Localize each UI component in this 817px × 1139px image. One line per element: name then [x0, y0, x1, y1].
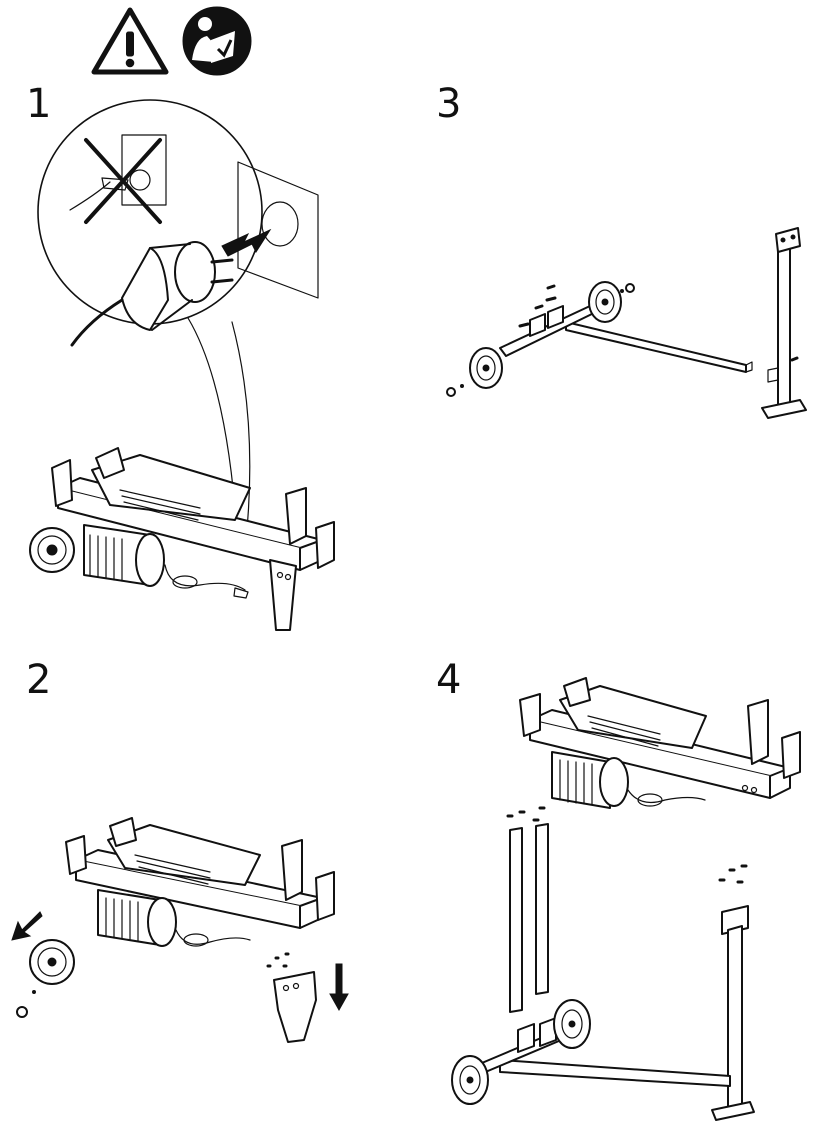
- step-1-log-splitter: [29, 447, 335, 631]
- step-number-1: 1: [26, 81, 52, 127]
- step-1-unplug-detail: [37, 99, 319, 541]
- step-number-4: 4: [436, 657, 462, 703]
- warning-triangle-icon: [91, 7, 169, 75]
- step-number-3: 3: [436, 81, 462, 127]
- step-2-remove-wheels: [11, 817, 349, 1043]
- step-4-assembled-stand: [451, 677, 801, 1121]
- read-manual-icon: [182, 6, 252, 76]
- step-number-2: 2: [26, 657, 52, 703]
- step-3-stand-parts: [446, 227, 807, 419]
